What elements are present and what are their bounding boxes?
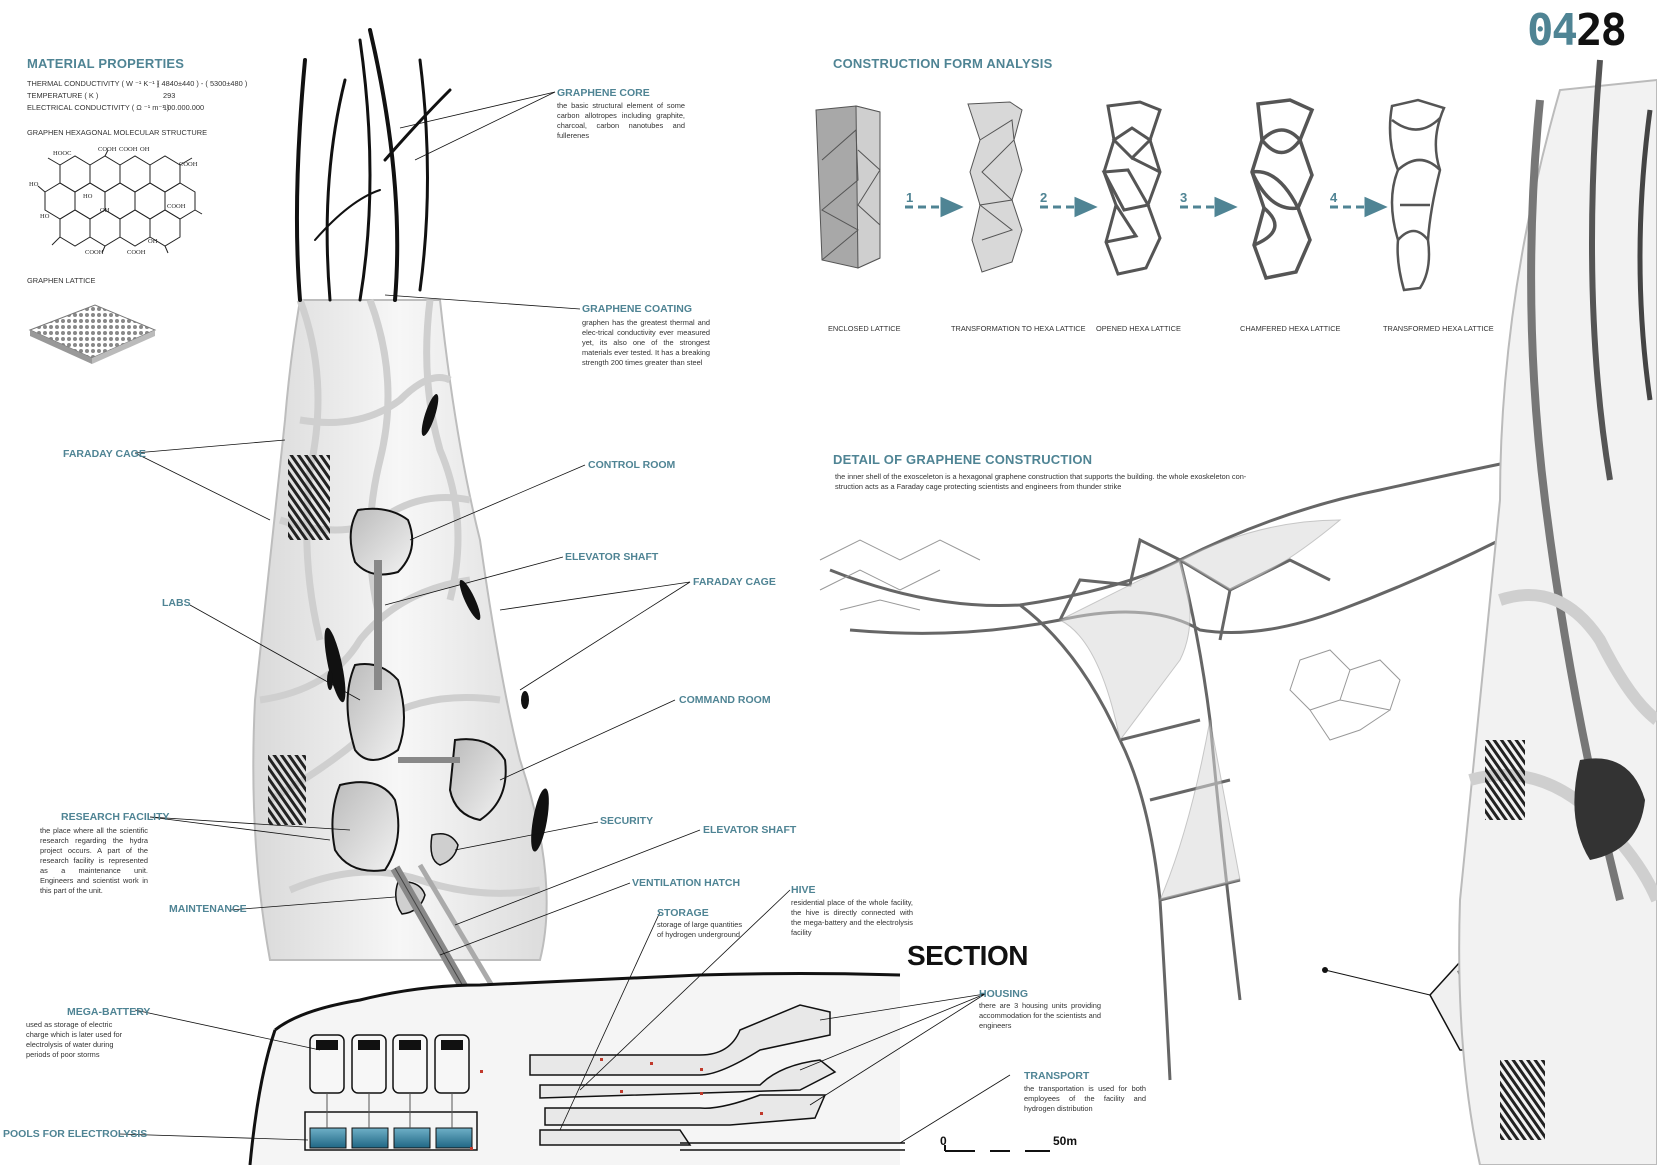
tower-drawing bbox=[252, 28, 563, 1123]
label-housing: HOUSING bbox=[979, 988, 1029, 1000]
page-number: 0428 bbox=[1527, 5, 1627, 56]
desc-research-facility: the place where all the scientific resea… bbox=[40, 826, 148, 895]
prop-value: 293 bbox=[163, 91, 176, 100]
underground-drawing bbox=[248, 972, 905, 1165]
mol-label: OH bbox=[100, 207, 110, 214]
molecular-title: GRAPHEN HEXAGONAL MOLECULAR STRUCTURE bbox=[27, 128, 208, 137]
column-transformed bbox=[1388, 98, 1446, 292]
lattice-drawing bbox=[28, 304, 157, 364]
scale-zero: 0 bbox=[940, 1134, 947, 1148]
pool-water bbox=[309, 1127, 473, 1149]
column-caption: TRANSFORMED HEXA LATTICE bbox=[1383, 324, 1494, 333]
material-title: MATERIAL PROPERTIES bbox=[27, 56, 185, 71]
step-arrows bbox=[905, 196, 1388, 218]
detail-fine-lattice bbox=[819, 539, 1401, 741]
label-mega-battery: MEGA-BATTERY bbox=[67, 1006, 151, 1018]
mol-label: COOH bbox=[85, 249, 104, 256]
detail-pointer-dot bbox=[1322, 967, 1328, 973]
desc-transport: the transportation is used for both empl… bbox=[1024, 1084, 1146, 1113]
column-caption: TRANSFORMATION TO HEXA LATTICE bbox=[951, 324, 1086, 333]
label-control-room: CONTROL ROOM bbox=[588, 459, 676, 471]
desc-graphene-coating: graphen has the greatest thermal and ele… bbox=[582, 318, 710, 367]
hive-tunnels bbox=[529, 1004, 837, 1146]
label-hive: HIVE bbox=[791, 884, 816, 896]
column-opened bbox=[1101, 100, 1162, 276]
label-pools: POOLS FOR ELECTROLYSIS bbox=[3, 1128, 148, 1140]
prop-label: TEMPERATURE ( K ) bbox=[27, 91, 99, 100]
detail-pointer bbox=[1324, 969, 1431, 996]
mol-label: COOH bbox=[179, 161, 198, 168]
mol-label: HO bbox=[29, 181, 39, 188]
label-graphene-coating: GRAPHENE COATING bbox=[582, 303, 693, 315]
label-research-facility: RESEARCH FACILITY bbox=[61, 811, 170, 823]
desc-housing: there are 3 housing units providing acco… bbox=[979, 1001, 1102, 1030]
prop-label: ELECTRICAL CONDUCTIVITY ( Ω ⁻¹ m⁻¹ ) bbox=[27, 103, 170, 112]
desc-hive: residential place of the whole facility,… bbox=[791, 898, 913, 937]
step-number: 3 bbox=[1180, 190, 1188, 205]
detail-membranes bbox=[1058, 519, 1342, 901]
mol-label: OH bbox=[140, 146, 150, 153]
label-storage: STORAGE bbox=[657, 907, 709, 919]
detail-structure bbox=[829, 458, 1521, 1081]
label-faraday-cage-left: FARADAY CAGE bbox=[63, 448, 146, 460]
section-heading: SECTION bbox=[907, 940, 1028, 971]
scale-bar bbox=[944, 1145, 1050, 1152]
mol-label: OH bbox=[148, 238, 158, 245]
column-hexa bbox=[967, 101, 1023, 273]
construction-title: CONSTRUCTION FORM ANALYSIS bbox=[833, 56, 1053, 71]
mol-label: HOOC bbox=[53, 150, 72, 157]
step-number: 4 bbox=[1330, 190, 1338, 205]
label-elevator-shaft-top: ELEVATOR SHAFT bbox=[565, 551, 659, 563]
column-enclosed bbox=[815, 105, 881, 269]
label-faraday-cage-right: FARADAY CAGE bbox=[693, 576, 776, 588]
label-command-room: COMMAND ROOM bbox=[679, 694, 771, 706]
column-caption: ENCLOSED LATTICE bbox=[828, 324, 901, 333]
desc-storage: storage of large quantities of hydrogen … bbox=[657, 920, 743, 939]
scale-end: 50m bbox=[1053, 1134, 1078, 1148]
leader-lines bbox=[119, 91, 1011, 1144]
step-number: 2 bbox=[1040, 190, 1048, 205]
detail-title: DETAIL OF GRAPHENE CONSTRUCTION bbox=[833, 452, 1093, 467]
column-caption: OPENED HEXA LATTICE bbox=[1096, 324, 1181, 333]
column-caption: CHAMFERED HEXA LATTICE bbox=[1240, 324, 1341, 333]
label-labs: LABS bbox=[162, 597, 191, 609]
column-chamfered bbox=[1250, 98, 1315, 281]
step-number: 1 bbox=[906, 190, 914, 205]
mol-label: COOH bbox=[98, 146, 117, 153]
prop-value: ( 4840±440 ) - ( 5300±480 ) bbox=[157, 79, 248, 88]
detail-text-line2: struction acts as a Faraday cage protect… bbox=[835, 482, 1122, 491]
prop-label: THERMAL CONDUCTIVITY ( W ⁻¹ K⁻¹ ) bbox=[27, 79, 160, 88]
desc-graphene-core: the basic structural element of some car… bbox=[557, 101, 685, 140]
label-transport: TRANSPORT bbox=[1024, 1070, 1090, 1082]
mol-label: COOH bbox=[167, 203, 186, 210]
label-maintenance: MAINTENANCE bbox=[169, 903, 247, 915]
right-tower-fragment bbox=[1458, 59, 1657, 1165]
label-elevator-shaft-mid: ELEVATOR SHAFT bbox=[703, 824, 797, 836]
label-security: SECURITY bbox=[600, 815, 654, 827]
mol-label: HO bbox=[83, 193, 93, 200]
page-number-left: 04 bbox=[1527, 5, 1578, 56]
prop-value: 100.000.000 bbox=[163, 103, 205, 112]
mol-label: HO bbox=[40, 213, 50, 220]
desc-mega-battery: used as storage of electric charge which… bbox=[26, 1020, 123, 1059]
mol-label: COOH bbox=[127, 249, 146, 256]
lattice-title: GRAPHEN LATTICE bbox=[27, 276, 96, 285]
label-ventilation-hatch: VENTILATION HATCH bbox=[632, 877, 741, 889]
molecule-drawing bbox=[37, 149, 203, 254]
mol-label: COOH bbox=[119, 146, 138, 153]
page-number-right: 28 bbox=[1575, 5, 1627, 56]
detail-text-line1: the inner shell of the exosceleton is a … bbox=[835, 472, 1247, 481]
label-graphene-core: GRAPHENE CORE bbox=[557, 87, 650, 99]
